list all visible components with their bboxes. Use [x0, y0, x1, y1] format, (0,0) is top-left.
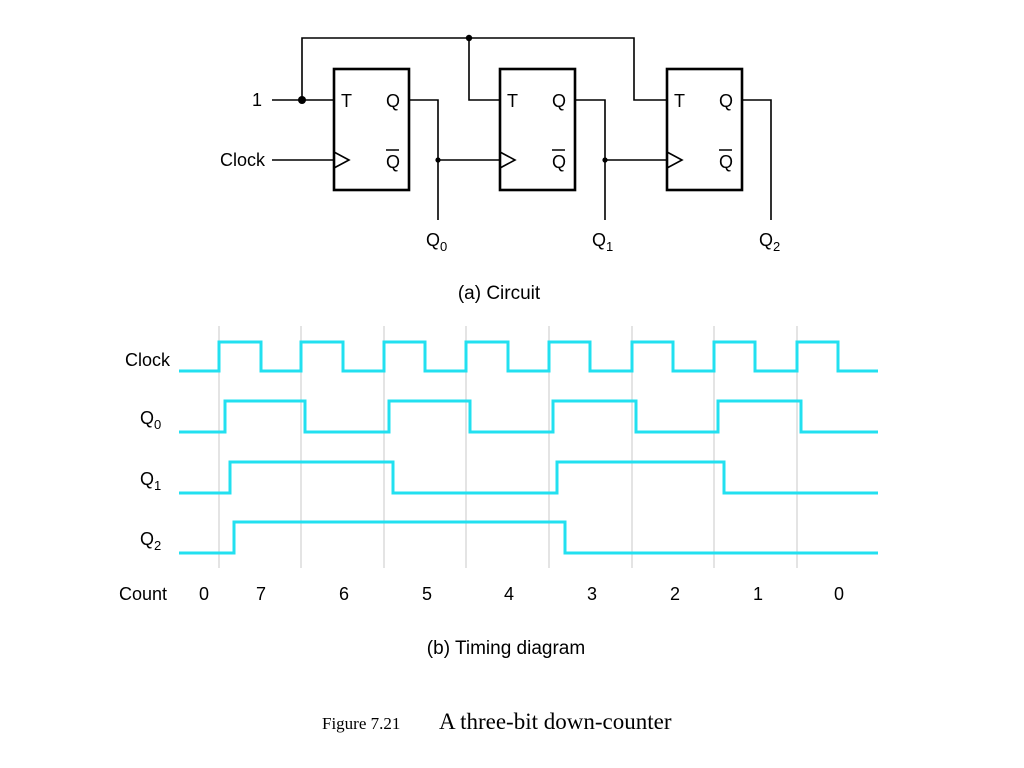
output-q1-label: Q1	[592, 230, 613, 254]
signal-q0-label: Q0	[140, 408, 161, 432]
ff-t-label: T	[674, 91, 685, 111]
junction-dot	[435, 157, 441, 163]
signal-q2-label: Q2	[140, 529, 161, 553]
clock-input-label: Clock	[220, 150, 266, 170]
ff-t-label: T	[507, 91, 518, 111]
count-value: 5	[422, 584, 432, 604]
clock-edge-icon	[499, 151, 517, 169]
clock-edge-icon	[333, 151, 351, 169]
clock-edge-icon	[666, 151, 684, 169]
count-value: 2	[670, 584, 680, 604]
ff-qbar-label: Q	[719, 152, 733, 172]
waveform-clock	[179, 340, 878, 373]
signal-clock-label: Clock	[125, 350, 171, 370]
waveform-q0	[179, 399, 878, 434]
t-flipflop-1: T Q Q	[498, 67, 577, 192]
waveform-q1	[179, 460, 878, 495]
timing-caption: (b) Timing diagram	[427, 638, 585, 659]
count-value: 6	[339, 584, 349, 604]
circuit-wires	[272, 37, 772, 220]
count-value: 7	[256, 584, 266, 604]
circuit-caption: (a) Circuit	[458, 283, 541, 304]
figure-title: A three-bit down-counter	[439, 709, 672, 734]
ff-t-label: T	[341, 91, 352, 111]
wire-t-bus-ff1	[468, 38, 500, 101]
ff-q-label: Q	[552, 91, 566, 111]
timing-diagram: Clock Q0 Q1 Q2 Count 0 7 6 5 4 3 2 1 0 (…	[119, 326, 878, 659]
ff-qbar-label: Q	[386, 152, 400, 172]
signal-q1-label: Q1	[140, 469, 161, 493]
count-value: 0	[834, 584, 844, 604]
count-label: Count	[119, 584, 167, 604]
ff-q-label: Q	[386, 91, 400, 111]
junction-dot	[465, 34, 473, 42]
t-flipflop-2: T Q Q	[665, 67, 744, 192]
circuit-diagram: T Q Q T Q Q T Q Q 1 Clock Q0 Q1 Q2 (a) C…	[220, 34, 780, 304]
junction-dot	[602, 157, 608, 163]
figure-number: Figure 7.21	[322, 714, 400, 733]
wire-q1-output	[575, 99, 606, 220]
t-flipflop-0: T Q Q	[332, 67, 411, 192]
ff-qbar-label: Q	[552, 152, 566, 172]
count-value: 0	[199, 584, 209, 604]
ff-q-label: Q	[719, 91, 733, 111]
output-q0-label: Q0	[426, 230, 447, 254]
count-value: 4	[504, 584, 514, 604]
junction-dot	[298, 96, 306, 104]
wire-q2-output	[742, 99, 772, 220]
count-value: 3	[587, 584, 597, 604]
output-q2-label: Q2	[759, 230, 780, 254]
input-one-label: 1	[252, 90, 262, 110]
figure-caption: Figure 7.21 A three-bit down-counter	[322, 709, 672, 734]
waveform-q2	[179, 520, 878, 555]
wire-t-bus-ff2	[301, 37, 667, 101]
wire-q0-output	[409, 99, 439, 220]
count-value: 1	[753, 584, 763, 604]
